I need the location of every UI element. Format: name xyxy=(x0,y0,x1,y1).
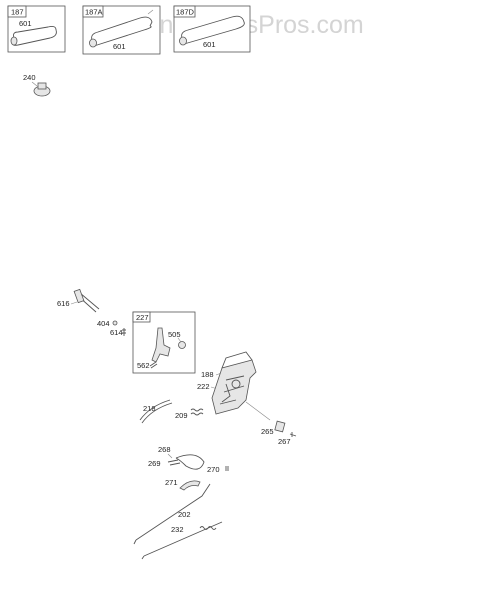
part-label-222[interactable]: 222 xyxy=(197,382,210,391)
inset-box-187: 187 601 xyxy=(7,5,66,53)
part-232-group: 232 xyxy=(141,521,223,560)
inset-box-227: 227 505 562 xyxy=(132,311,196,374)
part-label-267[interactable]: 267 xyxy=(278,437,291,446)
handle-knob xyxy=(10,36,18,46)
governor-lever xyxy=(151,327,171,363)
part-label-265[interactable]: 265 xyxy=(261,427,274,436)
part-label-562[interactable]: 562 xyxy=(137,361,150,370)
control-bracket-group: 188 222 xyxy=(197,351,271,421)
bracket-spring xyxy=(221,383,231,403)
part-label-601-c[interactable]: 601 xyxy=(203,40,216,49)
clip xyxy=(274,420,286,433)
nut xyxy=(178,341,186,349)
part-240-group: 240 xyxy=(23,73,51,97)
choke-link xyxy=(143,521,223,557)
throttle-cable xyxy=(175,454,205,470)
part-270-group: 270 xyxy=(207,465,229,474)
part-218-group: 218 xyxy=(139,399,173,424)
part-label-269[interactable]: 269 xyxy=(148,459,161,468)
part-label-218[interactable]: 218 xyxy=(143,404,156,413)
screw xyxy=(225,466,229,471)
part-265-group: 265 267 xyxy=(261,420,297,446)
part-label-270[interactable]: 270 xyxy=(207,465,220,474)
part-209-group: 209 xyxy=(175,408,204,420)
box-label-187d: 187D xyxy=(176,8,195,17)
part-268-group: 268 269 xyxy=(148,445,205,470)
part-label-404[interactable]: 404 xyxy=(97,319,110,328)
screw xyxy=(122,328,126,336)
governor-spring xyxy=(190,408,204,416)
box-label-187a: 187A xyxy=(85,8,103,17)
part-label-271[interactable]: 271 xyxy=(165,478,178,487)
part-202-group: 202 xyxy=(133,483,211,545)
box-label-187: 187 xyxy=(11,8,24,17)
handle-knob xyxy=(179,36,187,46)
clip xyxy=(167,459,181,466)
bracket-pivot xyxy=(231,379,241,389)
inset-box-187d: 187D 601 xyxy=(173,5,251,53)
screw xyxy=(289,432,297,437)
part-616-group: 616 404 614 xyxy=(57,288,126,337)
control-bracket xyxy=(211,359,257,415)
bolt xyxy=(149,361,158,369)
part-label-268[interactable]: 268 xyxy=(158,445,171,454)
governor-link xyxy=(135,483,211,541)
washer xyxy=(112,320,118,326)
handle-part xyxy=(181,15,245,45)
part-label-188[interactable]: 188 xyxy=(201,370,214,379)
part-label-240[interactable]: 240 xyxy=(23,73,36,82)
part-271-group: 271 xyxy=(165,478,201,491)
link-spring xyxy=(199,526,217,530)
inset-box-187a: 187A 601 xyxy=(82,5,161,55)
part-label-601-b[interactable]: 601 xyxy=(113,42,126,51)
bracket-detail xyxy=(219,375,245,405)
cable-clamp xyxy=(179,480,201,491)
rod-bracket xyxy=(73,288,85,304)
part-label-616[interactable]: 616 xyxy=(57,299,70,308)
link-end xyxy=(141,555,145,560)
part-label-202[interactable]: 202 xyxy=(178,510,191,519)
part-label-209[interactable]: 209 xyxy=(175,411,188,420)
part-label-505[interactable]: 505 xyxy=(168,330,181,339)
link-rod xyxy=(139,399,173,424)
box-label-227: 227 xyxy=(136,313,149,322)
part-label-614[interactable]: 614 xyxy=(110,328,123,337)
part-label-232[interactable]: 232 xyxy=(171,525,184,534)
handle-knob xyxy=(89,38,97,48)
mount-post xyxy=(37,82,47,90)
handle-part xyxy=(91,16,153,47)
part-label-601-a[interactable]: 601 xyxy=(19,19,32,28)
link-hook xyxy=(133,539,137,545)
bracket-top xyxy=(221,351,253,369)
